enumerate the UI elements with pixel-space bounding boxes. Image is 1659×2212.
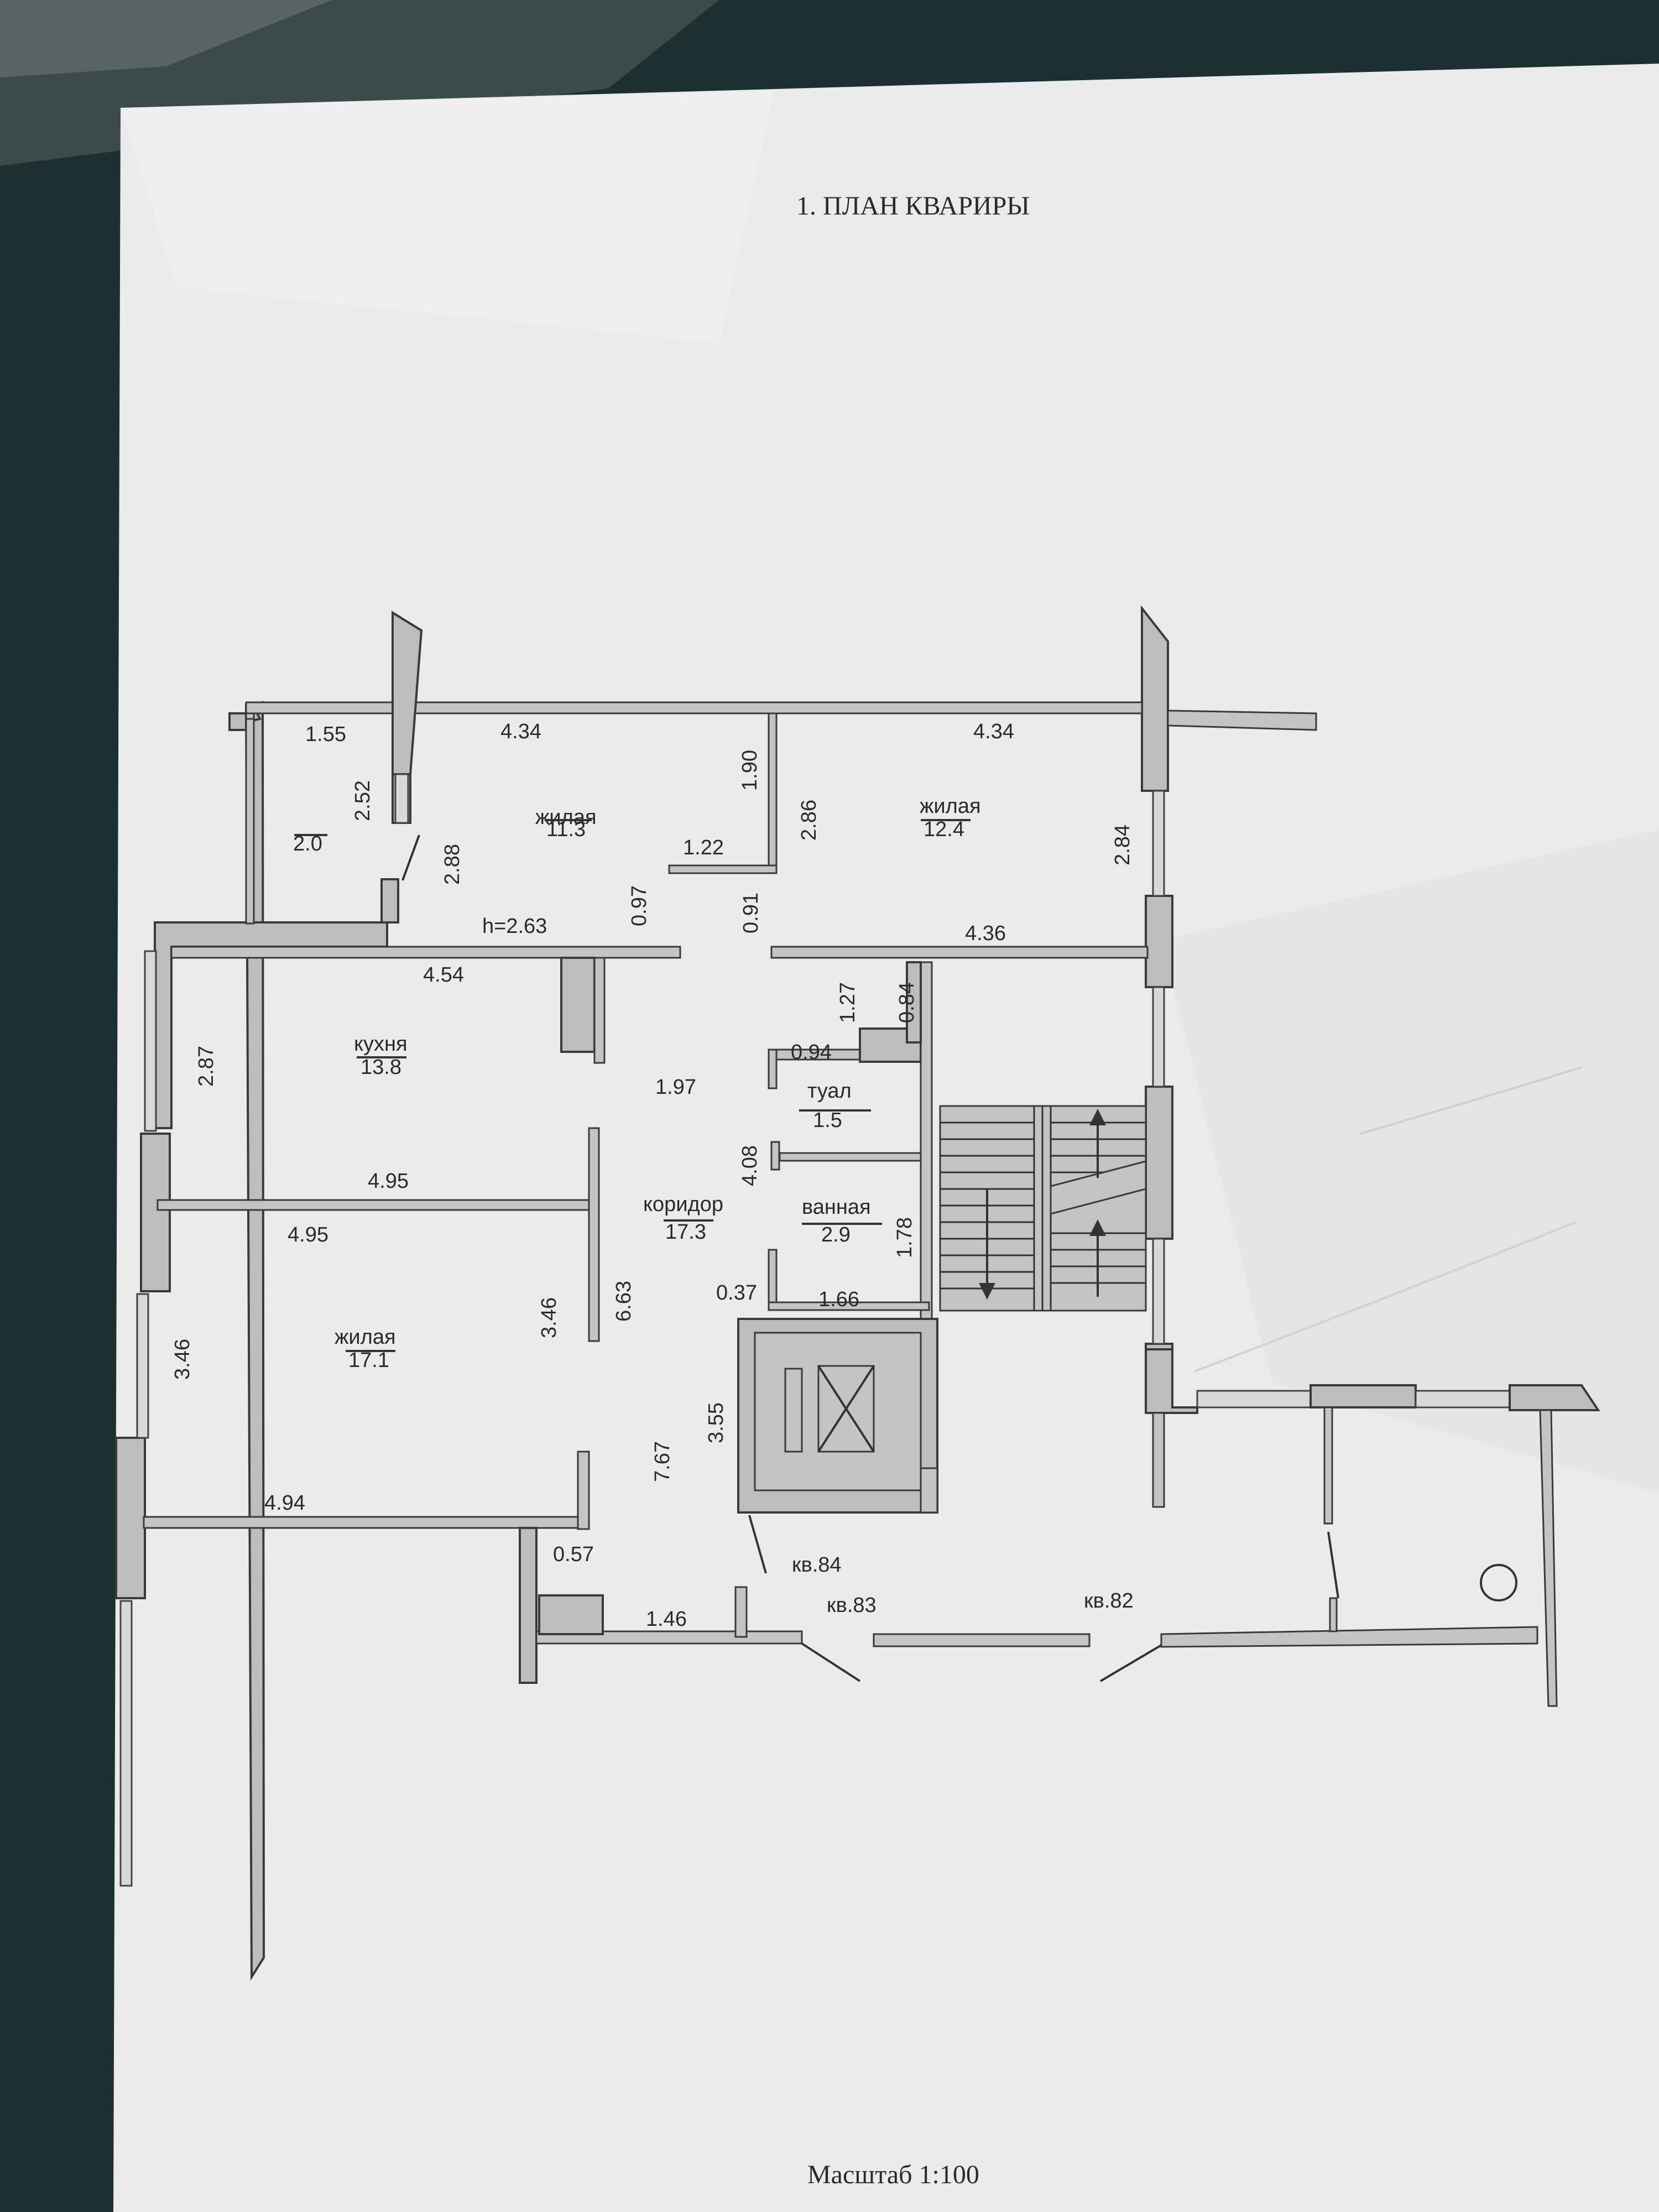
- room-labels: 2.0 жилая 11.3 жилая 12.4 кухня 13.8 жил…: [293, 795, 981, 1372]
- dimension-label: 1.66: [818, 1288, 859, 1311]
- dimension-label: 0.57: [553, 1543, 594, 1566]
- dimension-label: 1.97: [655, 1076, 696, 1099]
- dimension-label: 4.95: [288, 1223, 328, 1246]
- dimension-label: 2.88: [441, 844, 464, 885]
- dimension-label: 1.78: [893, 1217, 916, 1258]
- dimension-label: 4.34: [500, 720, 541, 743]
- room-area-corridor: 17.3: [665, 1220, 706, 1244]
- dimension-label: 0.84: [895, 982, 919, 1023]
- dimension-labels: 1.55 4.34 4.34 1.22 4.36 4.54 0.94 1.97 …: [171, 720, 1134, 1631]
- dimension-label: 1.90: [738, 750, 761, 791]
- room-area-living-2: 12.4: [924, 818, 964, 841]
- room-area-living-3: 17.1: [348, 1349, 389, 1372]
- dimension-label: 1.46: [646, 1608, 687, 1631]
- dimension-label: 4.08: [738, 1145, 761, 1186]
- outer-walls: [115, 605, 1317, 1981]
- ceiling-height: h=2.63: [482, 915, 547, 938]
- room-name-kitchen: кухня: [354, 1032, 408, 1056]
- dimension-label: 2.84: [1111, 825, 1134, 865]
- dimension-label: 2.52: [351, 780, 374, 821]
- room-area-living-1: 11.3: [546, 818, 586, 841]
- room-name-bathroom: ванная: [802, 1196, 871, 1219]
- apartment-label-84: кв.84: [792, 1553, 842, 1577]
- dimension-label: 7.67: [651, 1441, 674, 1482]
- room-area-balcony: 2.0: [293, 832, 322, 855]
- dimension-label: 3.46: [171, 1339, 194, 1380]
- apartment-labels: кв.84 кв.83 кв.82: [792, 1553, 1134, 1617]
- apartment-label-83: кв.83: [827, 1594, 877, 1617]
- dimension-label: 3.46: [538, 1297, 561, 1338]
- dimension-label: 1.55: [305, 723, 346, 746]
- room-area-kitchen: 13.8: [361, 1056, 401, 1079]
- room-name-living-3: жилая: [335, 1326, 396, 1349]
- interior-walls: [143, 712, 1600, 1707]
- dimension-label: 4.36: [965, 922, 1006, 945]
- dimension-label: 0.91: [739, 893, 763, 933]
- dimension-label: 4.95: [368, 1170, 409, 1193]
- door-swings: [401, 834, 1339, 1682]
- dimension-label: 4.34: [973, 720, 1014, 743]
- room-name-toilet: туал: [807, 1079, 852, 1103]
- room-name-corridor: коридор: [643, 1193, 723, 1216]
- dimension-label: 1.27: [836, 982, 859, 1023]
- dimension-label: 2.86: [797, 800, 821, 841]
- dimension-label: 4.54: [423, 963, 464, 987]
- dimension-label: 0.97: [628, 885, 651, 926]
- apartment-label-82: кв.82: [1084, 1589, 1134, 1613]
- dimension-label: 0.94: [791, 1041, 832, 1064]
- scale-label: Масштаб 1:100: [807, 2160, 979, 2189]
- dimension-label: 6.63: [612, 1281, 635, 1322]
- room-name-living-2: жилая: [920, 795, 981, 818]
- room-area-bathroom: 2.9: [821, 1223, 851, 1246]
- dimension-label: 1.22: [683, 836, 724, 859]
- dimension-label: 0.37: [716, 1281, 757, 1305]
- dimension-label: 4.94: [264, 1491, 305, 1515]
- dimension-label: 2.87: [195, 1046, 218, 1087]
- room-name-living-1: жилая: [535, 806, 597, 829]
- plan-title: 1. ПЛАН КВАРИРЫ: [796, 191, 1030, 221]
- dimension-label: 3.55: [705, 1402, 728, 1443]
- room-area-toilet: 1.5: [813, 1109, 842, 1132]
